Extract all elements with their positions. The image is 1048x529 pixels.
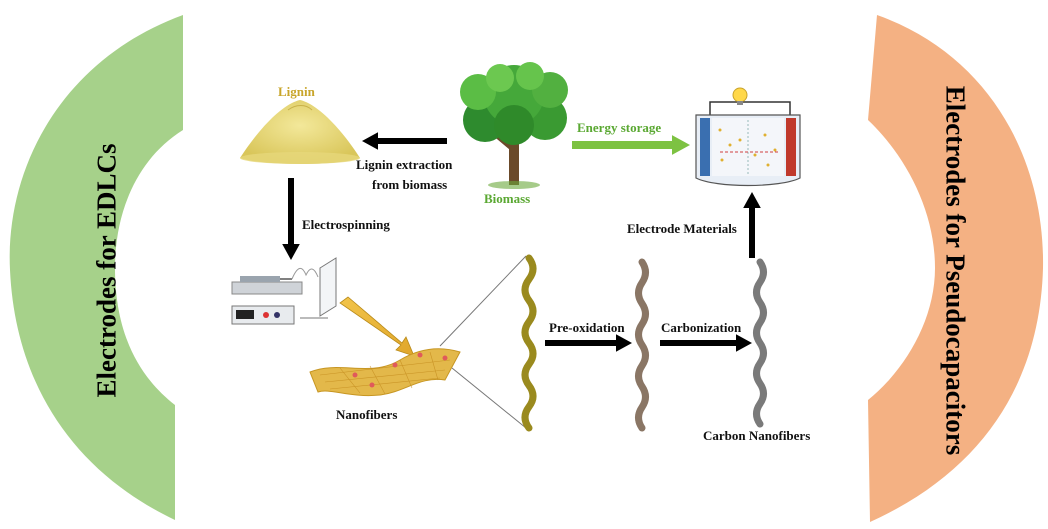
label-lignin: Lignin (278, 84, 315, 99)
left-panel-title: Electrodes for EDLCs (91, 143, 122, 398)
carbon-fiber-image (753, 258, 767, 428)
arrow-to-nanofibers (339, 296, 415, 357)
arrow-lignin-extraction (362, 132, 447, 150)
arrowCarb-shape (660, 334, 752, 352)
electrospinning-apparatus-image (231, 257, 337, 325)
zoom-line-bottom (451, 367, 527, 429)
left-panel-crescent (9, 15, 183, 520)
arrowElectrode-shape (743, 192, 761, 258)
arrowSpin-shape (282, 178, 300, 260)
arrowPreox-shape (545, 334, 632, 352)
arrow-electrode-materials (743, 192, 761, 258)
label-nanofibers: Nanofibers (336, 407, 398, 422)
tree-biomass-image (460, 62, 568, 189)
arrow-carbonization (660, 334, 752, 352)
label-carbonization: Carbonization (661, 320, 742, 335)
nanofiber-mat-image (309, 348, 461, 397)
label-from-biomass: from biomass (372, 177, 448, 192)
arrow-pre-oxidation (545, 334, 632, 352)
lignin-powder-image (240, 100, 360, 164)
label-lignin-extraction: Lignin extraction (356, 157, 453, 172)
supercapacitor-device-image (695, 87, 801, 187)
label-pre-oxidation: Pre-oxidation (549, 320, 625, 335)
label-electrospinning: Electrospinning (302, 217, 390, 232)
raw-fiber-image (521, 254, 537, 432)
right-panel-title: Electrodes for Pseudocapacitors (940, 85, 971, 456)
label-electrode-materials: Electrode Materials (627, 221, 737, 236)
label-carbon-nanofibers: Carbon Nanofibers (703, 428, 811, 443)
label-energy-storage: Energy storage (577, 120, 662, 135)
arrow-electrospinning (282, 178, 300, 260)
zoom-line-top (439, 255, 527, 347)
arrowExtract-shape (362, 132, 447, 150)
preoxidized-fiber-image (635, 258, 649, 432)
label-biomass: Biomass (484, 191, 531, 206)
right-panel-crescent (868, 15, 1044, 522)
arrow-energy-storage (572, 135, 690, 155)
arrowEnergy-shape (572, 135, 690, 155)
